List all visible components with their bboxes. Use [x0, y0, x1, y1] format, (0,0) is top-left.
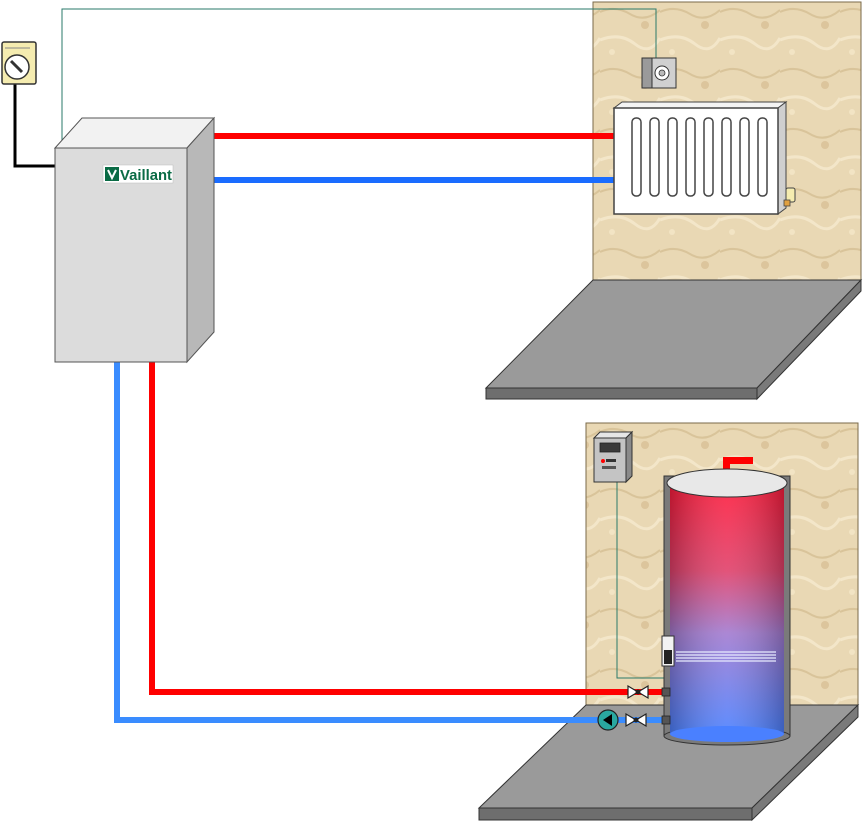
room-thermostat-icon[interactable]	[1, 41, 37, 85]
thermostat-radio-wire	[61, 8, 657, 140]
lower-floor-edge	[478, 807, 753, 821]
cylinder-outlet-pipe	[723, 457, 753, 464]
ball-valve-icon[interactable]	[627, 684, 649, 700]
cylinder-return-pipe	[114, 362, 668, 723]
lower-floor-side	[751, 703, 859, 822]
hot-water-cylinder	[661, 457, 791, 746]
cylinder-flow-pipe	[149, 362, 668, 695]
cylinder-heat-exchanger	[676, 651, 776, 662]
wall-thermostat-sensor-icon[interactable]	[641, 57, 677, 89]
boiler-logo: Vaillant	[102, 164, 174, 184]
radiator-fins	[631, 117, 768, 197]
boiler-side	[186, 116, 215, 364]
controller-display	[599, 442, 621, 453]
ball-valve-return-icon[interactable]	[625, 712, 647, 728]
boiler-top	[53, 117, 216, 149]
upper-floor-edge	[485, 387, 758, 400]
circulation-pump-icon[interactable]	[597, 709, 619, 731]
upper-floor-side	[756, 278, 862, 401]
boiler: Vaillant	[53, 116, 216, 364]
upper-room	[484, 1, 863, 401]
radiator	[612, 101, 796, 215]
cylinder-sensor-pocket-icon	[661, 635, 675, 667]
pipework	[114, 133, 668, 723]
cylinder-top	[666, 468, 788, 498]
cylinder-controller-icon[interactable]	[592, 430, 634, 484]
boiler-front	[54, 147, 188, 363]
upper-floor	[484, 279, 863, 389]
room-thermostat-cable	[13, 82, 55, 168]
radiator-thermostatic-valve-icon[interactable]	[783, 187, 796, 207]
boiler-brand-label: Vaillant	[120, 167, 172, 184]
